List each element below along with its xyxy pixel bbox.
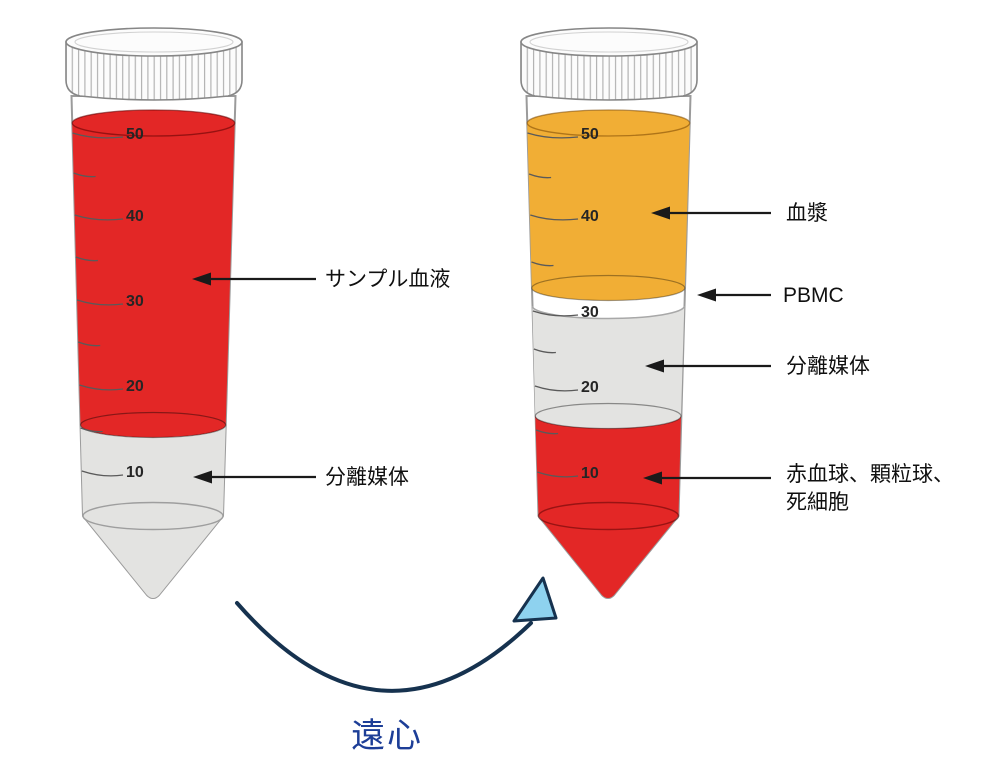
- label-separation-medium-left: 分離媒体: [325, 466, 409, 489]
- arrow-pbmc: [697, 288, 771, 302]
- label-plasma: 血漿: [786, 202, 828, 225]
- tick-label-20-right: 20: [581, 379, 599, 396]
- layer-separation-medium-right: [532, 306, 685, 429]
- tube-after-centrifugation: 50 40 30 20 10: [520, 27, 698, 599]
- centrifugation-arrow: [235, 576, 558, 693]
- label-sample-blood: サンプル血液: [325, 268, 451, 291]
- cylinder-cone-junction-right: [537, 501, 680, 531]
- tick-label-50-right: 50: [581, 126, 599, 143]
- tick-label-40-left: 40: [126, 208, 144, 225]
- surface-ellipse-plasma: [526, 109, 691, 137]
- tick-label-30-right: 30: [581, 304, 599, 321]
- boundary-pbmc-medium: [531, 305, 686, 320]
- boundary-blood-medium: [79, 411, 227, 439]
- centrifugation-curve: [235, 601, 533, 693]
- label-centrifuge: 遠心: [351, 717, 423, 755]
- label-erythrocytes-line1: 赤血球、顆粒球、: [786, 463, 954, 486]
- tick-label-40-right: 40: [581, 208, 599, 225]
- graduations-left: [72, 132, 124, 477]
- graduation-numbers-right: 50 40 30 20 10: [581, 126, 599, 482]
- tube-cap-right: [520, 27, 698, 101]
- arrow-separation-medium-right: [645, 359, 771, 373]
- tick-label-30-left: 30: [126, 293, 144, 310]
- label-erythrocytes-line2: 死細胞: [786, 491, 849, 514]
- boundary-plasma-pbmc: [531, 274, 686, 302]
- tube-before-centrifugation: 50 40 30 20 10: [65, 27, 243, 599]
- label-separation-medium-right: 分離媒体: [786, 355, 870, 378]
- boundary-medium-erythrocytes: [534, 402, 682, 430]
- surface-ellipse-blood: [71, 109, 236, 137]
- layer-sample-blood: [72, 110, 235, 438]
- cylinder-cone-junction-left: [82, 501, 224, 531]
- label-erythrocytes: 赤血球、顆粒球、 死細胞: [786, 461, 954, 517]
- label-pbmc: PBMC: [783, 284, 844, 307]
- arrow-separation-medium-left: [193, 470, 316, 484]
- arrow-sample-blood: [192, 272, 316, 286]
- tick-label-20-left: 20: [126, 378, 144, 395]
- layer-erythrocytes: [535, 416, 681, 598]
- arrow-erythrocytes: [643, 471, 771, 485]
- graduation-numbers-left: 50 40 30 20 10: [126, 126, 144, 481]
- centrifugation-arrowhead-icon: [512, 576, 558, 623]
- arrow-plasma: [651, 206, 771, 220]
- callout-arrows: [192, 206, 771, 485]
- layer-separation-medium-left: [80, 425, 226, 598]
- tick-label-10-right: 10: [581, 465, 599, 482]
- layer-plasma: [527, 110, 690, 301]
- graduations-right: [527, 132, 579, 478]
- tube-cap-left: [65, 27, 243, 101]
- tick-label-10-left: 10: [126, 464, 144, 481]
- tick-label-50-left: 50: [126, 126, 144, 143]
